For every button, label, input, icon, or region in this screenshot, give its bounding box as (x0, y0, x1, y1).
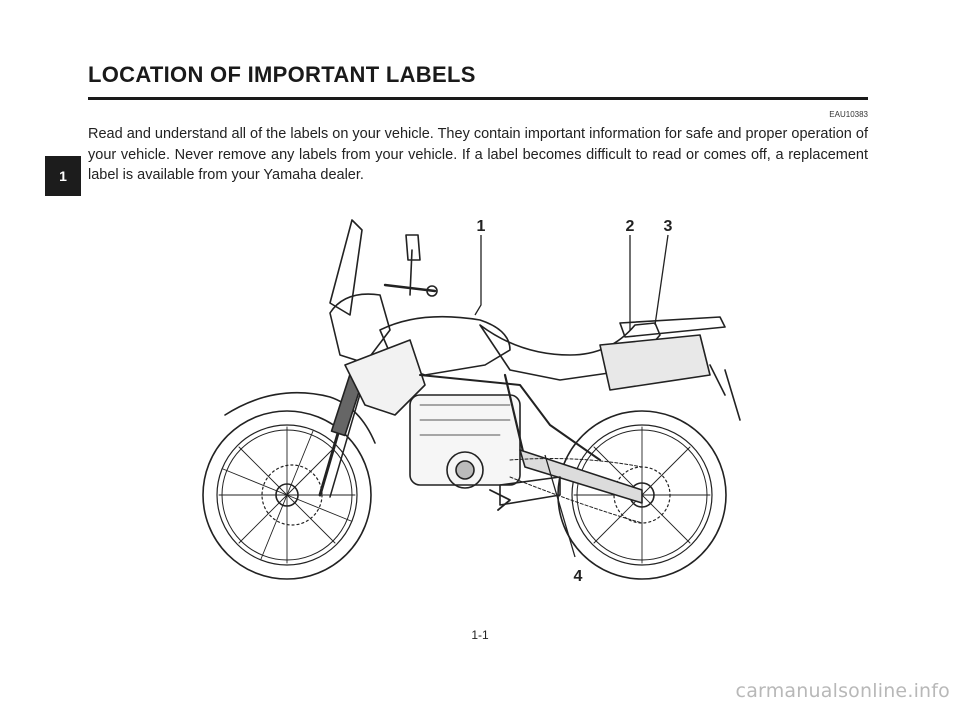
footpeg (489, 489, 511, 511)
title-underline (88, 97, 868, 100)
page-number: 1-1 (471, 628, 489, 642)
front-fender (224, 391, 376, 444)
callout-2-label: 2 (626, 218, 635, 235)
rear-light-bracket (709, 364, 741, 421)
seat (479, 322, 661, 381)
rear-rack (619, 316, 726, 338)
callout-4-line (544, 454, 576, 558)
intro-paragraph: Read and understand all of the labels on… (88, 126, 868, 183)
callout-3-line (654, 234, 669, 326)
callout-1-label: 1 (477, 218, 486, 235)
tail-section (599, 334, 711, 391)
exhaust (499, 476, 561, 506)
motorcycle-figure: 1 2 3 4 (180, 205, 780, 595)
front-tire (202, 410, 372, 580)
windscreen (329, 219, 363, 316)
front-fairing (329, 293, 391, 364)
swingarm (519, 449, 643, 504)
mirror (405, 234, 421, 296)
callout-3-label: 3 (664, 218, 673, 235)
side-panel (344, 339, 426, 416)
chapter-tab[interactable]: 1 (45, 156, 81, 196)
document-code: EAU10383 (829, 110, 868, 119)
watermark: carmanualsonline.info (735, 680, 950, 702)
callout-4-label: 4 (574, 568, 583, 585)
drive-chain (509, 458, 643, 524)
fuel-tank (379, 315, 511, 376)
callout-1-line (474, 235, 482, 316)
page-title: LOCATION OF IMPORTANT LABELS (88, 62, 476, 87)
motorcycle-illustration: 1 2 3 4 (202, 218, 741, 585)
